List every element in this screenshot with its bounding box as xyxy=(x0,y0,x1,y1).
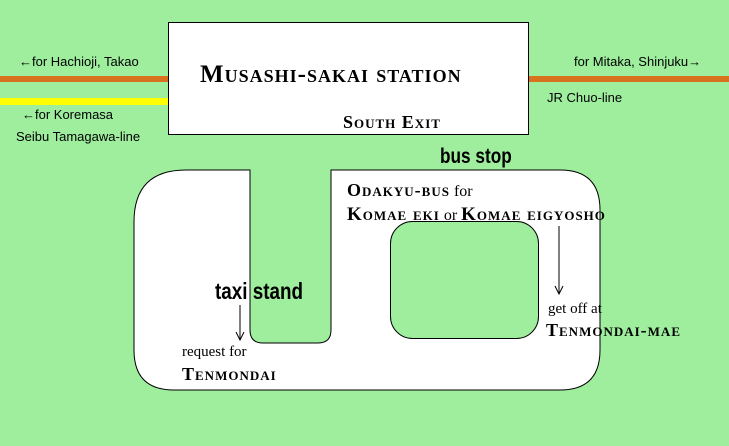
bus-operator: Odakyu-bus xyxy=(347,180,450,200)
jr-line-name: JR Chuo-line xyxy=(547,90,623,105)
seibu-line-name: Seibu Tamagawa-line xyxy=(16,129,141,144)
jr-east-direction: for Mitaka, Shinjuku→ xyxy=(574,54,702,69)
get-off-label: get off at xyxy=(548,301,602,317)
bus-stop-heading: bus stop xyxy=(440,145,512,168)
taxi-destination: Tenmondai xyxy=(182,364,277,384)
exit-label: South Exit xyxy=(343,112,441,132)
for-word: for xyxy=(453,183,473,200)
station-building xyxy=(168,22,529,135)
jr-chuo-line-west xyxy=(0,76,168,82)
request-label: request for xyxy=(182,344,247,360)
bus-destination-1: Komae eki xyxy=(347,204,440,225)
jr-chuo-line-east xyxy=(528,76,729,82)
down-arrow-icon xyxy=(554,226,564,296)
station-name: Musashi-sakai station xyxy=(200,61,462,88)
seibu-direction: ←for Koremasa xyxy=(22,107,114,122)
bus-destination-line: Komae eki or Komae eigyosho xyxy=(347,205,606,224)
down-arrow-icon xyxy=(235,305,245,342)
traffic-island xyxy=(390,221,539,339)
seibu-tamagawa-line xyxy=(0,98,168,105)
bus-stop-name: Tenmondai-mae xyxy=(546,320,681,340)
taxi-stand-heading: taxi stand xyxy=(215,278,304,304)
jr-west-direction: ←for Hachioji, Takao xyxy=(19,54,139,69)
bus-destination-2: Komae eigyosho xyxy=(461,204,606,225)
or-word: or xyxy=(443,207,458,224)
bus-operator-line: Odakyu-bus for xyxy=(347,181,473,200)
